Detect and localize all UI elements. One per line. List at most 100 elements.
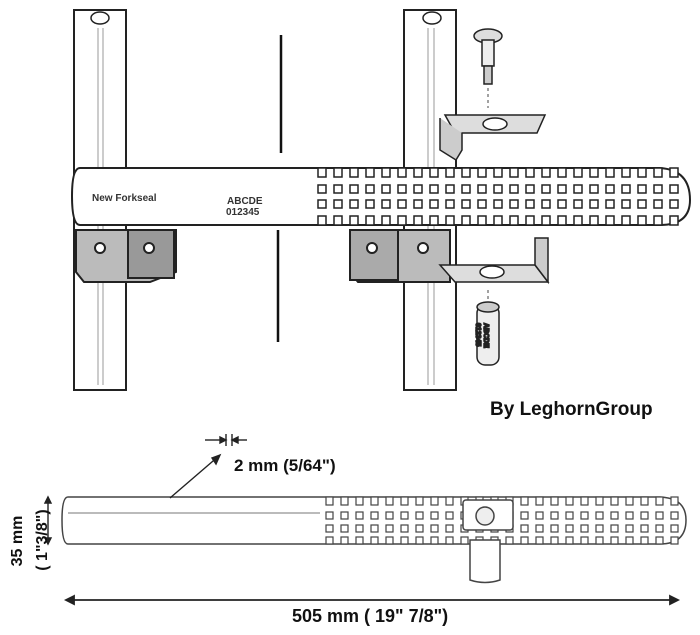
width-indicator	[43, 495, 53, 546]
strap-slot	[669, 167, 679, 178]
strap-slot	[541, 184, 551, 194]
strap-slot	[535, 524, 544, 533]
strap-slot	[573, 167, 583, 178]
strap-slot	[460, 536, 469, 545]
strap-slot	[670, 524, 679, 533]
strap-slot	[595, 496, 604, 506]
strap-slot	[525, 184, 535, 194]
strap-slot	[477, 167, 487, 178]
strap-slot	[370, 511, 379, 520]
strap-slot	[509, 199, 519, 209]
strap-slot	[621, 184, 631, 194]
strap-slot	[317, 167, 327, 178]
strap-slot	[625, 536, 634, 545]
strap-slot	[413, 167, 423, 178]
strap-slot	[565, 496, 574, 506]
strap-slot	[355, 536, 364, 545]
strap-slot	[640, 536, 649, 545]
strap-slot	[385, 511, 394, 520]
strap-slot	[429, 215, 439, 226]
strap-slot	[493, 184, 503, 194]
strap-slot	[397, 199, 407, 209]
brand-label: By LeghornGroup	[490, 399, 653, 420]
strap-slot	[550, 511, 559, 520]
strap-slot	[505, 536, 514, 545]
strap-slot	[653, 215, 663, 226]
strap-slot	[550, 496, 559, 506]
strap-slot	[365, 184, 375, 194]
strap-slot	[415, 524, 424, 533]
strap-slot	[340, 536, 349, 545]
strap-slot	[381, 167, 391, 178]
strap-slot	[349, 167, 359, 178]
strap-slot	[415, 536, 424, 545]
strap-slot	[370, 536, 379, 545]
strap-slot	[625, 511, 634, 520]
strap-slot	[595, 511, 604, 520]
strap-slot	[349, 199, 359, 209]
strap-slot	[400, 496, 409, 506]
strap-slot	[333, 184, 343, 194]
strap-slot	[637, 167, 647, 178]
strap-slot	[493, 215, 503, 226]
strap-slot	[621, 199, 631, 209]
strap-slot	[655, 511, 664, 520]
strap-slot	[520, 511, 529, 520]
strap-slot	[365, 167, 375, 178]
strap-slot	[349, 215, 359, 226]
fastener-pin	[473, 28, 503, 108]
strap-slot	[381, 215, 391, 226]
strap-product-label: New Forkseal	[92, 193, 157, 204]
strap-slot	[580, 511, 589, 520]
strap-slot	[413, 184, 423, 194]
strap-slot	[589, 215, 599, 226]
left-bracket	[75, 229, 177, 283]
lower-strap	[61, 496, 687, 584]
strap-slot	[333, 215, 343, 226]
strap-slot	[509, 215, 519, 226]
strap-slot	[669, 215, 679, 226]
strap-slot	[605, 215, 615, 226]
strap-slot	[589, 167, 599, 178]
strap-code-line2: 012345	[226, 207, 260, 218]
strap-slot	[541, 215, 551, 226]
thickness-label: 2 mm (5/64")	[234, 456, 336, 475]
barrel-code2: 012345	[474, 323, 481, 346]
strap-slot	[589, 199, 599, 209]
strap-code-line1: ABCDE	[227, 196, 263, 207]
strap-slot	[565, 524, 574, 533]
strap-slot	[445, 167, 455, 178]
strap-slot	[573, 215, 583, 226]
strap-slot	[430, 496, 439, 506]
strap-slot	[621, 215, 631, 226]
strap-slot	[535, 536, 544, 545]
strap-slot	[637, 184, 647, 194]
strap-slot	[430, 536, 439, 545]
strap-slot	[625, 496, 634, 506]
strap-slot	[365, 215, 375, 226]
strap-slot	[573, 199, 583, 209]
strap-slot	[610, 496, 619, 506]
strap-slot	[655, 524, 664, 533]
strap-slot	[565, 511, 574, 520]
strap-slot	[670, 496, 679, 506]
strap-slot	[520, 524, 529, 533]
strap-slot	[370, 524, 379, 533]
strap-slot	[640, 524, 649, 533]
strap-slot	[621, 167, 631, 178]
strap-slot	[397, 184, 407, 194]
strap-slot	[605, 199, 615, 209]
strap-slot	[595, 536, 604, 545]
strap-slot	[397, 167, 407, 178]
strap-slot	[580, 536, 589, 545]
strap-slot	[429, 199, 439, 209]
strap-slot	[445, 524, 454, 533]
strap-slot	[640, 496, 649, 506]
strap-slot	[385, 536, 394, 545]
strap-slot	[580, 524, 589, 533]
strap-slot	[653, 199, 663, 209]
strap-slot	[640, 511, 649, 520]
strap-slot	[509, 184, 519, 194]
